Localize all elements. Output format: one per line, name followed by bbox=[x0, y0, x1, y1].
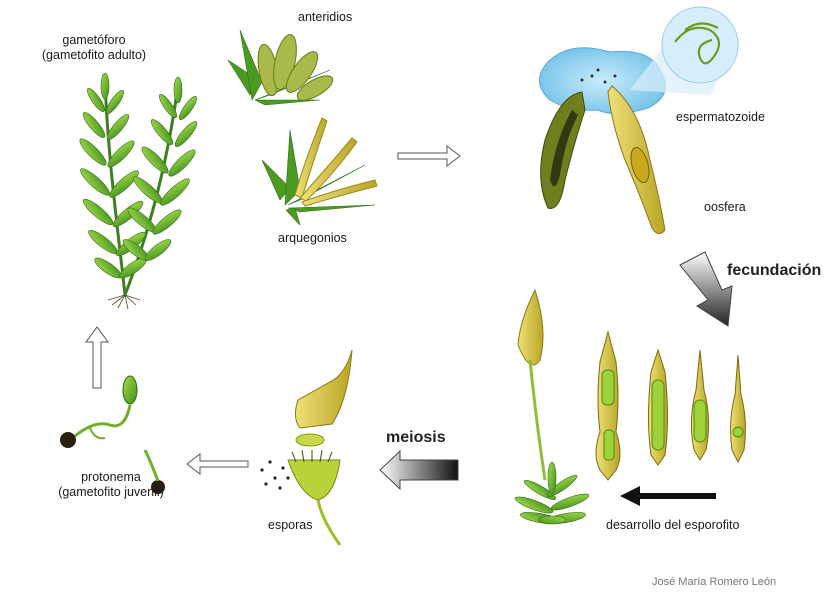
label-arquegonios: arquegonios bbox=[278, 231, 347, 246]
mature-sporophyte-illustration bbox=[514, 290, 591, 526]
capsule-spores-illustration bbox=[260, 350, 352, 545]
label-gametoforo-line2: (gametofito adulto) bbox=[30, 48, 158, 63]
arrow-to-protonema bbox=[187, 454, 248, 474]
meiosis-arrow bbox=[380, 451, 458, 489]
author-credit: José María Romero León bbox=[652, 575, 776, 590]
label-desarrollo-esporofito: desarrollo del esporofito bbox=[606, 518, 739, 533]
label-protonema: protonema (gametofito juvenil) bbox=[46, 470, 176, 500]
label-protonema-line1: protonema bbox=[46, 470, 176, 485]
label-esporas: esporas bbox=[268, 518, 312, 533]
label-gametoforo-line1: gametóforo bbox=[30, 33, 158, 48]
archegonia-illustration bbox=[262, 118, 377, 225]
sporophyte-stages bbox=[596, 332, 745, 480]
label-oosfera: oosfera bbox=[704, 200, 746, 215]
label-meiosis: meiosis bbox=[386, 430, 446, 445]
arrow-to-gametophore bbox=[86, 327, 108, 388]
desarrollo-arrow bbox=[620, 486, 716, 506]
fecundacion-arrow bbox=[680, 252, 732, 326]
label-fecundacion: fecundación bbox=[727, 263, 821, 278]
arrow-to-fertilization bbox=[398, 146, 460, 166]
gametophore-illustration bbox=[77, 73, 200, 309]
label-protonema-line2: (gametofito juvenil) bbox=[46, 485, 176, 500]
antheridia-illustration bbox=[228, 30, 336, 105]
label-anteridios: anteridios bbox=[298, 10, 352, 25]
label-espermatozoide: espermatozoide bbox=[676, 110, 765, 125]
rhizoids bbox=[108, 295, 140, 309]
label-gametoforo: gametóforo (gametofito adulto) bbox=[30, 33, 158, 63]
